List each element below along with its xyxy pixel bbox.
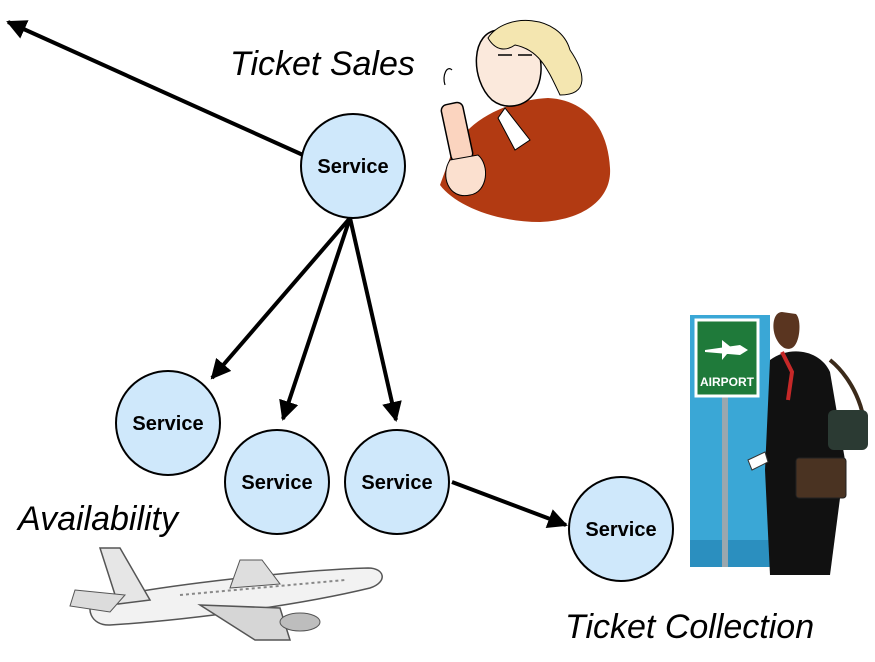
service-label: Service xyxy=(132,413,203,435)
airport-sign-text: AIRPORT xyxy=(700,375,755,389)
service-label: Service xyxy=(585,519,656,541)
service-node: Service xyxy=(224,429,330,535)
service-node: Service xyxy=(115,370,221,476)
service-label: Service xyxy=(317,156,388,178)
service-label: Service xyxy=(361,472,432,494)
traveler-airport-sign-icon: AIRPORT xyxy=(690,312,868,575)
edge-top-to-left xyxy=(210,216,352,380)
service-node: Service xyxy=(300,113,406,219)
airplane-icon xyxy=(69,547,383,641)
caption-ticket-collection: Ticket Collection xyxy=(565,608,815,646)
edge-top-to-offscreen xyxy=(6,20,304,157)
edge-top-to-mid-right xyxy=(348,217,402,422)
service-label: Service xyxy=(241,472,312,494)
service-node: Service xyxy=(568,476,674,582)
service-node: Service xyxy=(344,429,450,535)
edge-mid-right-to-right xyxy=(451,480,568,529)
businesswoman-phone-icon xyxy=(440,20,611,222)
caption-availability: Availability xyxy=(18,500,179,538)
caption-ticket-sales: Ticket Sales xyxy=(230,45,415,83)
edge-top-to-mid-left xyxy=(279,217,352,421)
